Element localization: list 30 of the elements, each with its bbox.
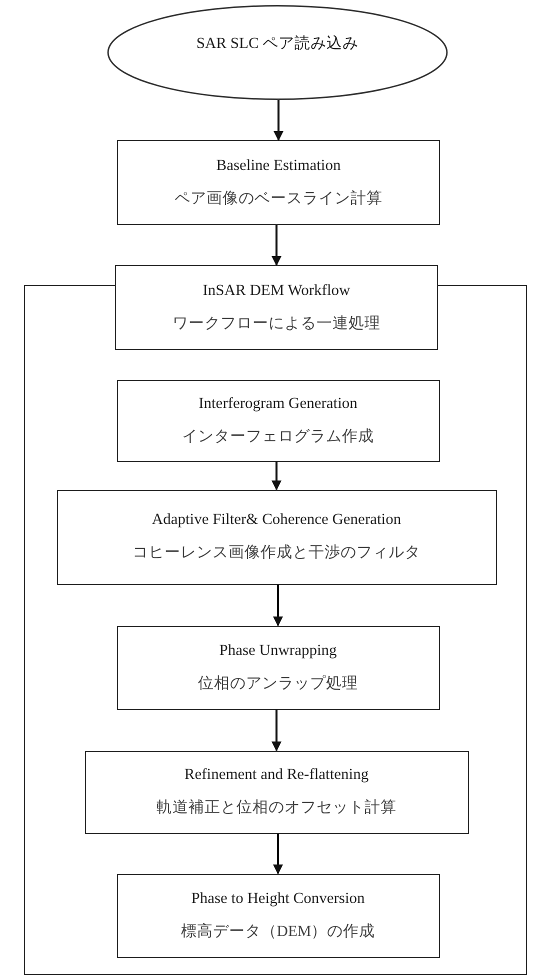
process-box: [115, 265, 438, 350]
step-description: ワークフローによる一連処理: [172, 314, 380, 334]
step-description: インターフェログラム作成: [182, 428, 374, 446]
process-box: [116, 380, 440, 462]
step-title: Refinement and Re-flattening: [184, 766, 369, 785]
group-frame: [24, 285, 527, 975]
step-description: 位相のアンラップ処理: [198, 674, 358, 694]
step-title: Baseline Estimation: [216, 156, 341, 176]
step-description: 軌道補正と位相のオフセット計算: [156, 799, 396, 818]
step-title: InSAR DEM Workflow: [202, 282, 350, 300]
step-title: Interferogram Generation: [198, 394, 358, 414]
step-title: Adaptive Filter& Coherence Generation: [152, 511, 402, 530]
start-ellipse: [106, 5, 449, 100]
step-description: 標高データ（DEM）の作成: [180, 922, 376, 942]
process-box: [56, 490, 496, 584]
arrow: [273, 834, 283, 874]
arrow: [272, 225, 282, 266]
step-description: コヒーレンス画像作成と干渉のフィルタ: [132, 544, 420, 563]
process-box: [116, 626, 440, 710]
arrow: [274, 100, 284, 141]
process-box: [116, 874, 440, 958]
step-title: Phase Unwrapping: [219, 642, 337, 660]
process-box: [84, 750, 468, 834]
arrow: [272, 710, 282, 752]
step-title: SAR SLC ペア読み込み: [195, 35, 360, 54]
arrow: [273, 584, 283, 626]
step-description: ペア画像のベースライン計算: [174, 190, 382, 208]
process-box: [117, 140, 440, 225]
step-title: Phase to Height Conversion: [191, 890, 365, 908]
arrow: [272, 462, 282, 490]
